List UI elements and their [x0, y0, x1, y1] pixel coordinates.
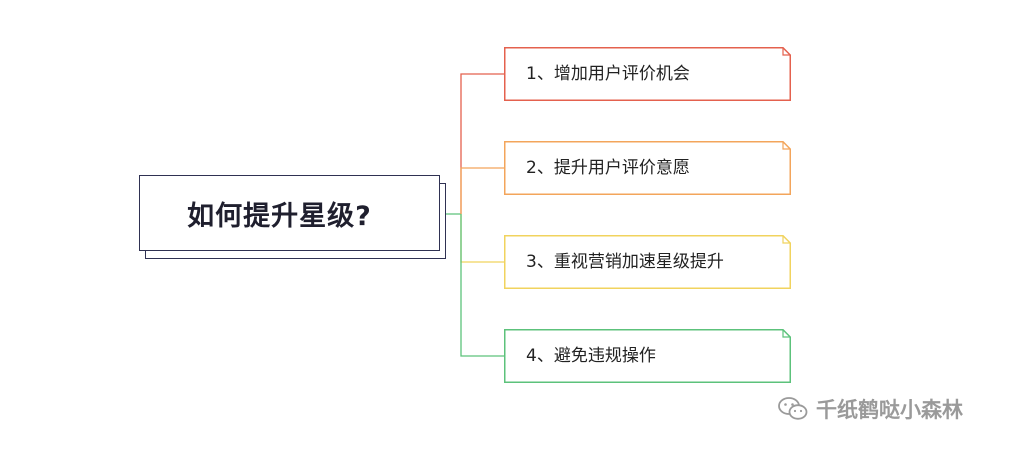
- branch-node-3-frame: [504, 235, 791, 289]
- branch-node-3-label: 3、重视营销加速星级提升: [526, 252, 724, 272]
- branch-node-1-frame: [504, 47, 791, 101]
- connector-2: [460, 167, 504, 214]
- branch-node-4[interactable]: 4、避免违规操作: [504, 329, 791, 383]
- watermark-text: 千纸鹤哒小森林: [816, 398, 963, 422]
- watermark: 千纸鹤哒小森林: [778, 394, 963, 424]
- connector-1: [460, 73, 504, 214]
- branch-node-1[interactable]: 1、增加用户评价机会: [504, 47, 791, 101]
- branch-node-1-label: 1、增加用户评价机会: [526, 64, 690, 84]
- branch-node-4-frame: [504, 329, 791, 383]
- branch-node-4-label: 4、避免违规操作: [526, 346, 656, 366]
- root-node[interactable]: 如何提升星级?: [139, 175, 440, 251]
- wechat-icon: [778, 396, 808, 422]
- root-node-label: 如何提升星级?: [187, 200, 372, 232]
- connector-3: [460, 214, 504, 263]
- branch-node-2[interactable]: 2、提升用户评价意愿: [504, 141, 791, 195]
- connector-4: [460, 214, 504, 357]
- branch-node-3[interactable]: 3、重视营销加速星级提升: [504, 235, 791, 289]
- branch-node-2-frame: [504, 141, 791, 195]
- branch-node-2-label: 2、提升用户评价意愿: [526, 158, 690, 178]
